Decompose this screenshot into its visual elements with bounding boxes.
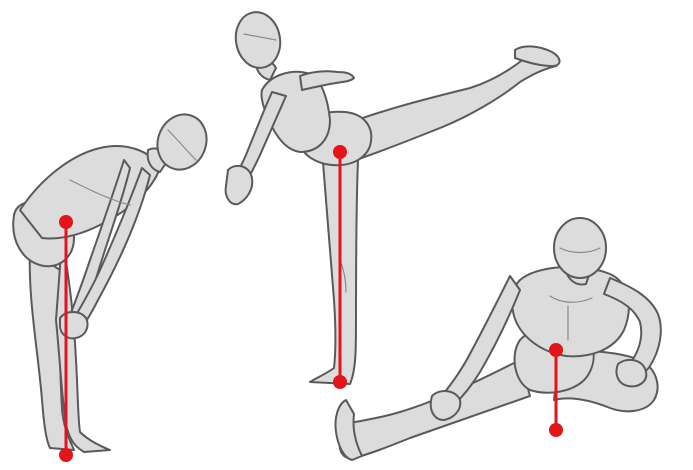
figure2-center-of-gravity-dot xyxy=(333,145,347,159)
figure3-left-hand xyxy=(429,390,462,421)
figure-bending-forward xyxy=(12,113,208,462)
figure2-head xyxy=(234,11,282,69)
figure-seated-stretch xyxy=(334,217,662,461)
figure1-hands xyxy=(59,311,89,340)
figure3-face-guide xyxy=(559,247,601,254)
figure3-chest-guide xyxy=(549,295,593,303)
figure3-head xyxy=(553,217,607,279)
figure1-base-of-support-dot xyxy=(59,448,73,462)
figure2-right-arm xyxy=(299,70,355,91)
figure1-torso-guide xyxy=(69,179,131,206)
figure1-face-guide xyxy=(167,129,197,161)
figure3-right-hand xyxy=(615,358,648,388)
figure-arabesque-kick xyxy=(224,11,561,389)
figure1-center-of-gravity-dot xyxy=(59,215,73,229)
figure2-raised-foot xyxy=(514,45,561,67)
figure2-base-of-support-dot xyxy=(333,375,347,389)
figure2-face-guide xyxy=(243,33,277,41)
figure2-hand xyxy=(224,164,254,206)
figure3-center-of-gravity-dot xyxy=(549,343,563,357)
figure1-head xyxy=(156,113,208,171)
figure2-standing-leg xyxy=(309,149,359,385)
figure3-base-of-support-dot xyxy=(549,423,563,437)
figure3-extended-foot xyxy=(334,399,363,461)
